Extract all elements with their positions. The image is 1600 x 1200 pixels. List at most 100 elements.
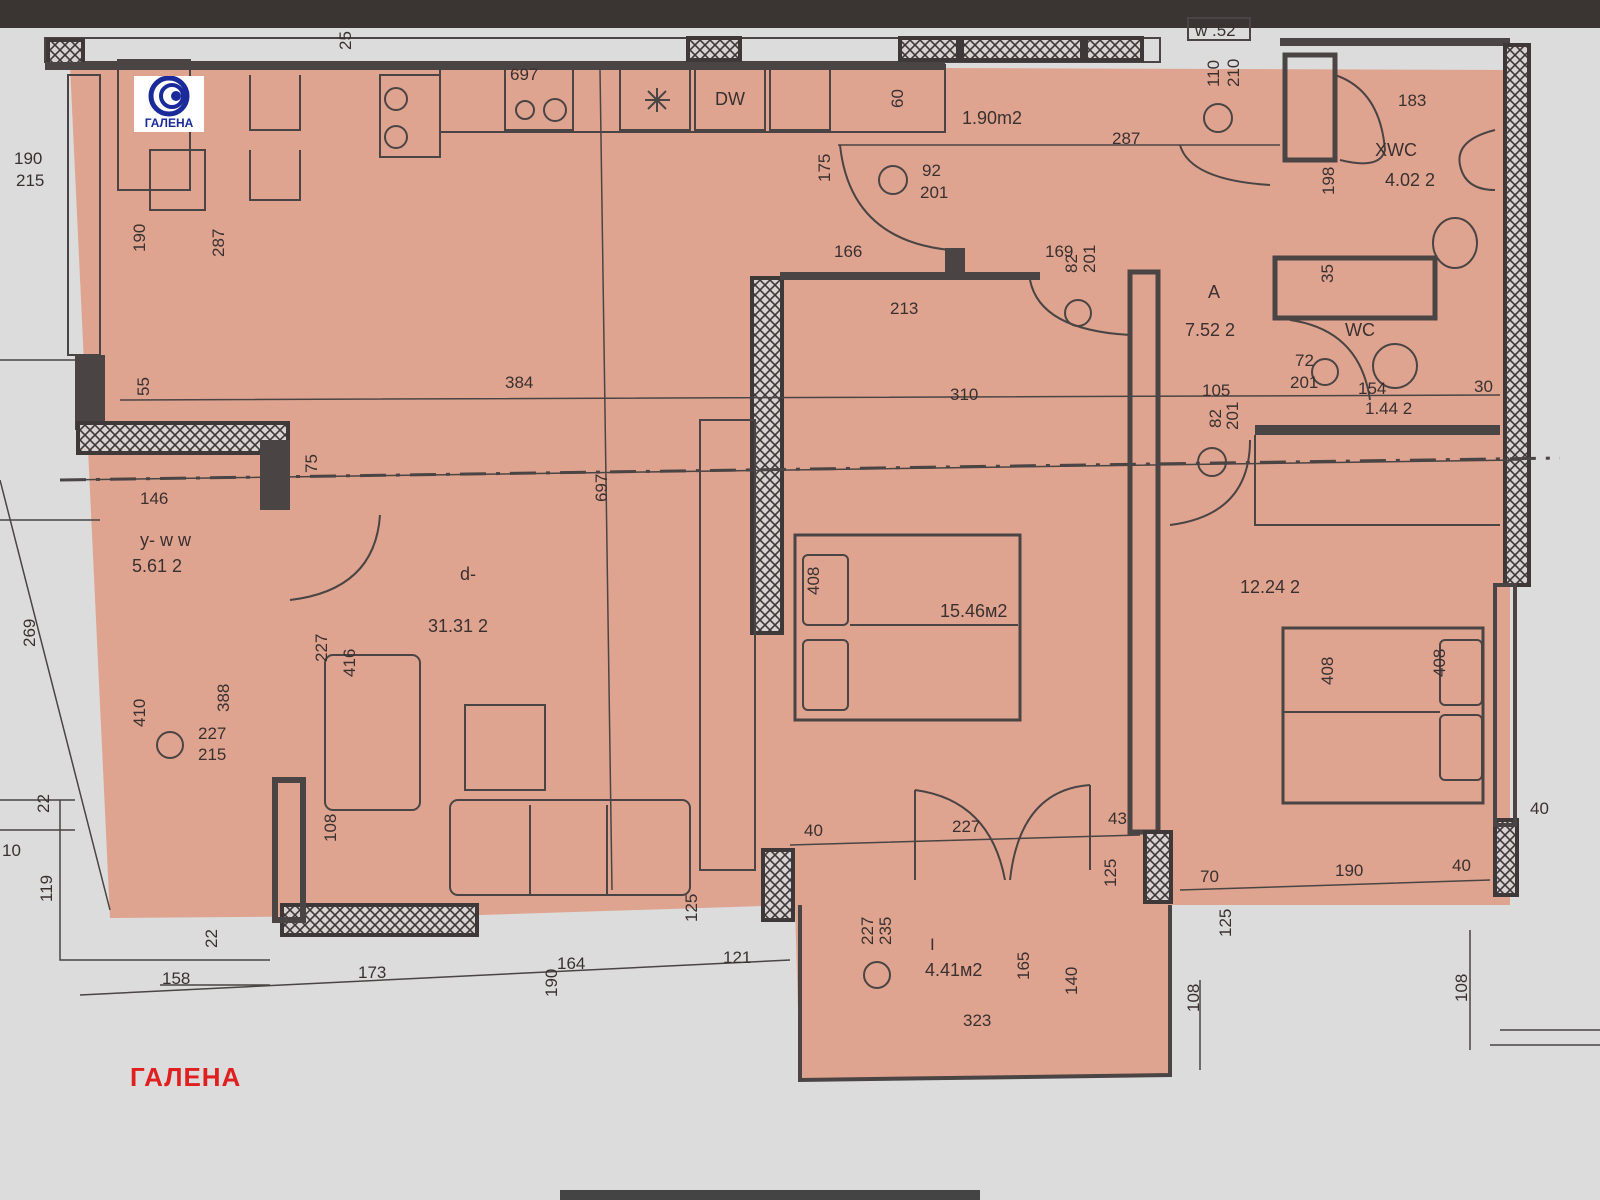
wall-hatch [46,38,85,66]
dim-label: 22 [34,794,53,813]
wall-hatch [1143,830,1173,904]
light-icon [878,165,908,195]
dim-label: 166 [834,242,862,261]
dim-label: 173 [358,963,386,982]
light-icon [863,961,891,989]
dim-label: 227 [952,817,980,836]
photo-top-edge [0,0,1600,28]
dim-label: 108 [1452,974,1471,1002]
dim-label: 697 [592,474,611,502]
room-wc-area: 1.44 2 [1365,399,1412,418]
door-swing [1029,279,1131,336]
dim-label: 165 [1014,952,1033,980]
dim-label: 72 [1295,351,1314,370]
sofa [449,799,691,896]
dim-label: 215 [16,171,44,190]
dim-label: 408 [1318,657,1337,685]
dim-label: 287 [1112,129,1140,148]
apartment-floor-area [70,65,1510,1080]
room-bedroom-1-area: 15.46м2 [940,601,1007,621]
dim-label: 108 [321,814,340,842]
coffee-table [464,704,546,791]
photo-bottom-edge [560,1190,980,1200]
door-swing [289,514,381,601]
dim-label: 40 [1452,856,1471,875]
toilet-icon [1372,343,1418,389]
door-swing [1169,439,1251,526]
wall-hatch [76,421,290,455]
window [960,36,1084,62]
wall-hatch [280,903,479,937]
dim-label: 55 [134,377,153,396]
dim-label: 158 [162,969,190,988]
dim-label: 82 [1206,409,1225,428]
dim-label: 121 [723,948,751,967]
dim-label: 164 [557,954,585,973]
wall-hatch [1084,36,1144,62]
room-wc-name: WC [1345,320,1375,340]
dim-label: 30 [1474,377,1493,396]
double-bed [1281,626,1485,805]
dim-label: 190 [542,969,561,997]
brand-watermark: ГАЛЕНА [130,1062,242,1092]
dim-label: 201 [1223,402,1242,430]
dim-label: 190 [1335,861,1363,880]
dim-label: 269 [20,619,39,647]
dimension-labels: 25 190 215 190 287 55 384 175 92 201 287… [2,31,1549,1030]
window-tag: w .52 [1194,21,1236,40]
fan-icon [645,88,670,112]
room-entry-area: 5.61 2 [132,556,182,576]
dim-label: 183 [1398,91,1426,110]
dim-label: 201 [1290,373,1318,392]
wall-hatch [1493,818,1519,897]
dim-label: 210 [1224,59,1243,87]
dim-label: 43 [1108,809,1127,828]
dim-label: 201 [1080,245,1099,273]
kitchen-dim: 60 [888,89,907,108]
wall-hatch [1503,43,1531,587]
dim-label: 40 [804,821,823,840]
dim-label: 227 [312,634,331,662]
dim-label: 323 [963,1011,991,1030]
room-living-name: d- [460,564,476,584]
dim-label: 227 [858,917,877,945]
door-swing [1334,74,1387,165]
light-icon [1203,103,1233,133]
dim-label: 287 [209,229,228,257]
room-balcony-area: 4.41м2 [925,960,982,980]
door-swing [1179,144,1271,186]
chair-icon [149,75,301,211]
dim-label: 108 [1184,984,1203,1012]
door-swing [914,784,1091,881]
dim-label: 25 [336,31,355,50]
dishwasher-label: DW [715,89,745,109]
dim-label: 105 [1202,381,1230,400]
double-bed [793,533,1022,722]
logo-swirl-icon [148,75,190,117]
wall-hatch [750,276,784,635]
room-corridor-area: 7.52 2 [1185,320,1235,340]
light-icon [1064,299,1092,327]
dim-label: 384 [505,373,533,392]
light-icon [1311,358,1339,386]
dim-label: 154 [1358,379,1386,398]
room-corridor-name: A [1208,282,1220,302]
dim-label: 92 [922,161,941,180]
dim-label: 146 [140,489,168,508]
dim-label: 201 [920,183,948,202]
dim-label: 416 [340,649,359,677]
dim-label: 82 [1062,254,1081,273]
wardrobe [699,419,756,871]
dim-label: 70 [1200,867,1219,886]
dim-label: 125 [682,894,701,922]
room-storage-area: 1.90m2 [962,108,1022,128]
room-living-area: 31.31 2 [428,616,488,636]
dim-label: 10 [2,841,21,860]
toilet-icon [1432,217,1478,269]
dim-label: 235 [876,917,895,945]
dim-label: 215 [198,745,226,764]
brand-logo: ГАЛЕНА [134,75,204,132]
dim-label: 22 [202,929,221,948]
armchair [324,654,421,811]
sink-icon [769,64,831,131]
